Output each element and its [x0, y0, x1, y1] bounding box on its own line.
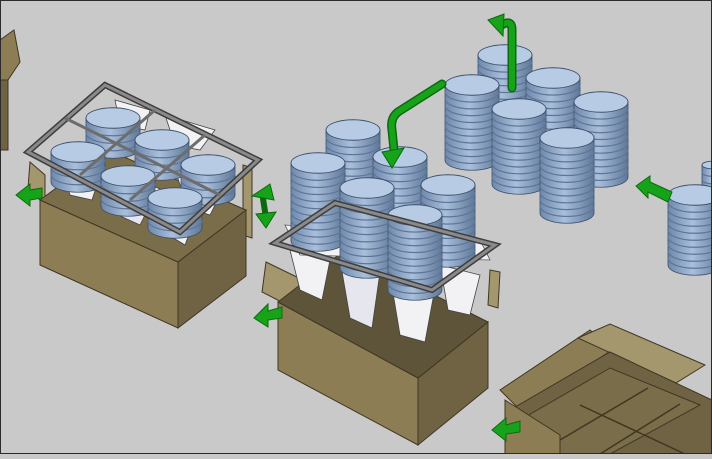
- arrow-down-curved-icon: [381, 79, 447, 169]
- carton-bottom-right: [499, 323, 712, 455]
- arrow-left-icon: [253, 302, 283, 328]
- carton-edge-left: [0, 29, 21, 151]
- grid-frame-center: [268, 199, 502, 294]
- arrow-up-down-icon: [250, 183, 277, 229]
- arrow-left-icon: [15, 182, 43, 208]
- arrow-left-icon: [491, 416, 521, 443]
- can: [539, 127, 595, 224]
- can: [667, 184, 712, 276]
- can: [491, 98, 547, 195]
- grid-frame-left: [22, 81, 264, 236]
- arrow-up-curved-icon: [487, 13, 517, 93]
- can: [100, 165, 156, 217]
- arrow-left-icon: [635, 175, 673, 203]
- cans-right-edge: [667, 160, 712, 276]
- can: [444, 74, 500, 171]
- cans-infeed: [444, 44, 629, 224]
